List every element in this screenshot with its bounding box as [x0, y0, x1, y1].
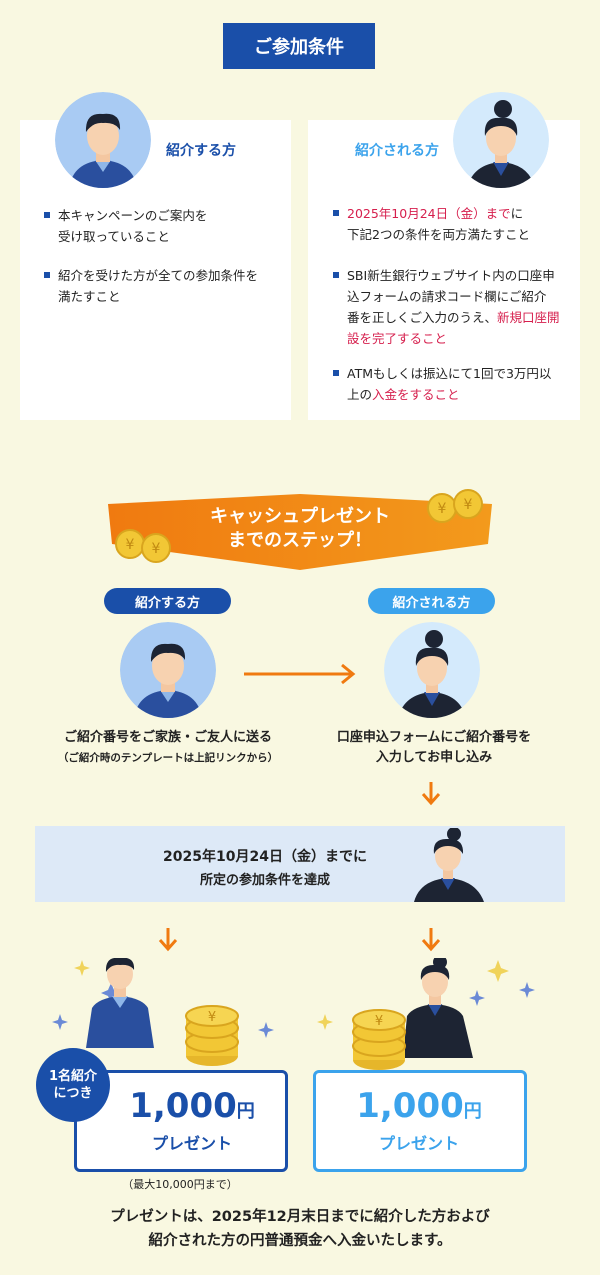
- svg-text:¥: ¥: [152, 541, 161, 557]
- referee-prize-box: [313, 1070, 527, 1172]
- max-amount-note: （最大10,000円まで）: [122, 1178, 238, 1191]
- deadline-condition-text: 2025年10月24日（金）までに 所定の参加条件を達成: [163, 849, 367, 888]
- woman-with-coins-illustration: ¥: [317, 958, 535, 1070]
- man-avatar-icon: [55, 92, 151, 188]
- list-item: 本キャンペーンのご案内を受け取っていること: [44, 205, 284, 247]
- deadline-condition-box: [35, 826, 565, 902]
- woman-avatar-icon: [453, 92, 549, 188]
- svg-text:¥: ¥: [208, 1010, 216, 1025]
- woman-avatar-icon: [384, 622, 480, 718]
- step-referee-pill: 紹介される方: [368, 588, 495, 614]
- yen-coin-icon: ¥ ¥: [115, 529, 171, 563]
- arrow-down-icon: [421, 928, 441, 952]
- referrer-prize-label: プレゼント: [151, 1134, 232, 1153]
- svg-text:¥: ¥: [375, 1014, 383, 1029]
- banner-title: キャッシュプレゼント までのステップ！: [210, 506, 390, 551]
- list-item: SBI新生銀行ウェブサイト内の口座申込フォームの請求コード欄にご紹介番を正しくご…: [333, 265, 573, 349]
- svg-text:¥: ¥: [464, 497, 473, 513]
- referrer-card: [20, 120, 291, 420]
- svg-text:¥: ¥: [438, 501, 447, 517]
- referrer-prize-amount: 1,000円: [129, 1086, 255, 1126]
- referee-prize-label: プレゼント: [378, 1134, 459, 1153]
- referrer-title: 紹介する方: [166, 143, 236, 159]
- list-item: 2025年10月24日（金）までに下記2つの条件を両方満たすこと: [333, 203, 573, 245]
- per-referral-badge: 1名紹介 につき: [36, 1048, 110, 1122]
- svg-text:¥: ¥: [126, 537, 135, 553]
- arrow-down-icon: [158, 928, 178, 952]
- list-item: 紹介を受けた方が全ての参加条件を満たすこと: [44, 265, 284, 307]
- arrow-down-icon: [421, 782, 441, 806]
- step-referrer-pill: 紹介する方: [104, 588, 231, 614]
- referee-title: 紹介される方: [355, 143, 439, 159]
- arrow-right-icon: [244, 663, 356, 685]
- woman-figure-icon: [414, 828, 484, 902]
- yen-coin-icon: ¥ ¥: [427, 489, 483, 523]
- banner-shape: [108, 494, 492, 570]
- man-avatar-icon: [120, 622, 216, 718]
- payment-note: プレゼントは、2025年12月末日までに紹介した方および 紹介された方の円普通預…: [110, 1209, 490, 1249]
- step-referrer-subtext: （ご紹介時のテンプレートは上記リンクから）: [57, 752, 279, 764]
- referrer-conditions: 本キャンペーンのご案内を受け取っていること 紹介を受けた方が全ての参加条件を満た…: [44, 205, 284, 321]
- referee-prize-amount: 1,000円: [356, 1086, 482, 1126]
- step-referrer-text: ご紹介番号をご家族・ご友人に送る: [63, 730, 272, 745]
- referee-conditions: 2025年10月24日（金）までに下記2つの条件を両方満たすこと SBI新生銀行…: [333, 203, 573, 419]
- list-item: ATMもしくは振込にて1回で3万円以上の入金をすること: [333, 363, 573, 405]
- section-title: ご参加条件: [223, 23, 375, 69]
- man-with-coins-illustration: ¥: [52, 958, 274, 1066]
- step-referee-text: 口座申込フォームにご紹介番号を 入力してお申し込み: [336, 730, 532, 765]
